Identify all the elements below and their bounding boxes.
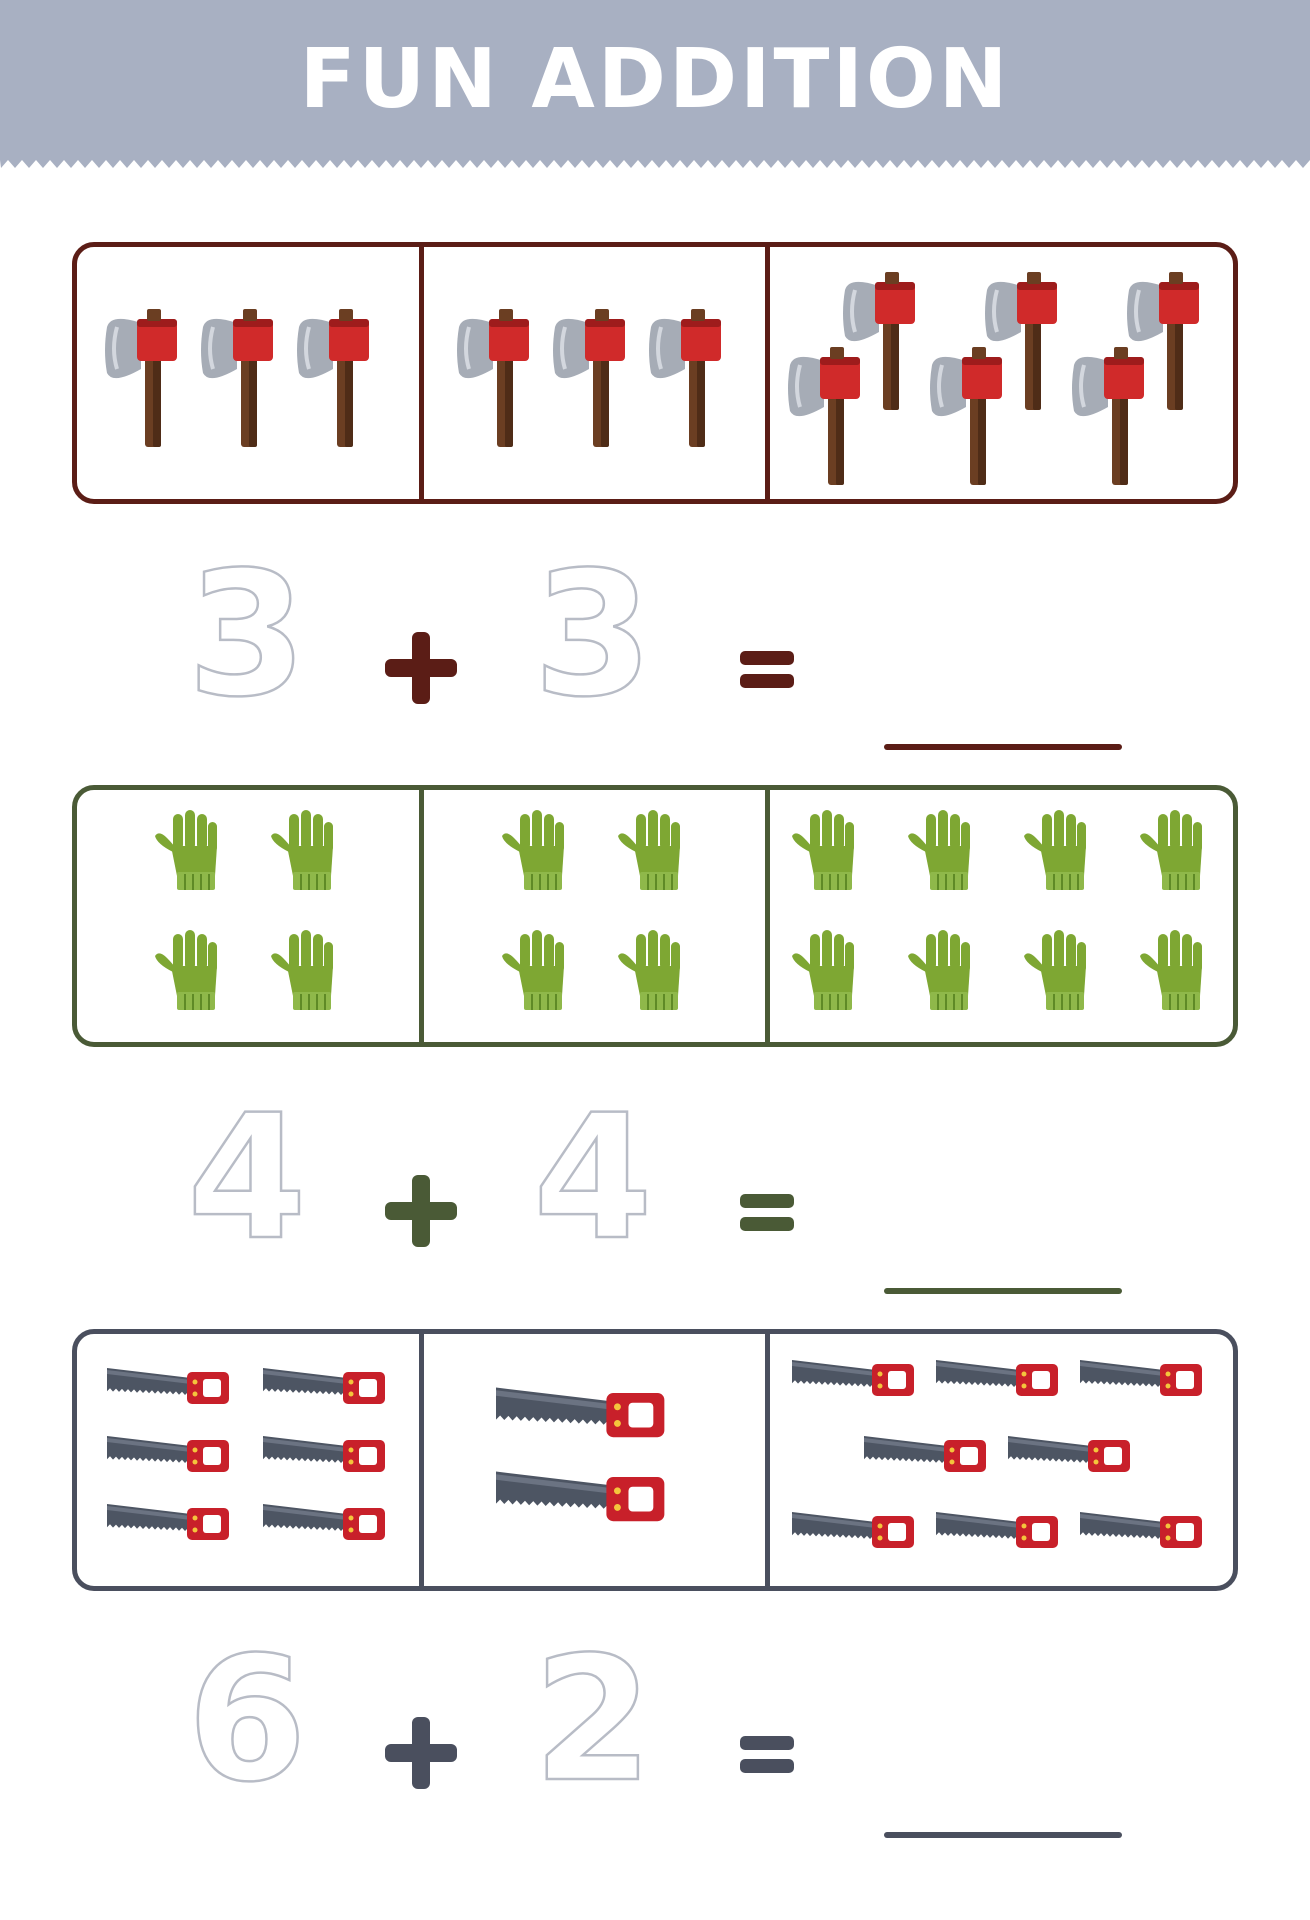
glove-icon [908,810,970,890]
equals-sign [740,1736,794,1773]
equation-row-3: 6 2 [0,1619,1310,1820]
box-divider [765,790,770,1042]
glove-icon [618,930,680,1010]
box-divider [419,247,424,499]
saw-icon [792,1360,914,1396]
equals-sign [740,651,794,688]
saw-icon [107,1504,229,1540]
saw-icon [1080,1512,1202,1548]
glove-icon [618,810,680,890]
glove-icon [792,930,854,1010]
axe-icon [843,272,915,410]
plus-sign [385,1175,457,1247]
saw-group-total [770,1334,1233,1586]
answer-line[interactable] [884,744,1122,750]
saw-icon [107,1436,229,1472]
trace-digit-addend-2: 3 [532,534,654,735]
glove-icon [502,930,564,1010]
trace-digit-addend-1: 3 [186,534,308,735]
equation-row-1: 3 3 [0,534,1310,735]
glove-icon [1140,810,1202,890]
box-divider [765,247,770,499]
axe-icon [930,347,1002,485]
plus-sign [385,632,457,704]
axe-icon [985,272,1057,410]
trace-digit-addend-2: 2 [532,1619,654,1820]
saw-group-2 [424,1334,765,1586]
saw-icon [1080,1360,1202,1396]
saw-group-1 [77,1334,419,1586]
axe-icon [649,309,721,447]
saw-icon [936,1512,1058,1548]
equation-row-2: 4 4 [0,1077,1310,1278]
box-divider [419,790,424,1042]
axe-icon [457,309,529,447]
axe-icon [201,309,273,447]
saw-icon [107,1368,229,1404]
axe-icon [105,309,177,447]
glove-icon [155,810,217,890]
operators [385,632,794,704]
operators [385,1175,794,1247]
glove-icon [1140,930,1202,1010]
axe-group-1 [77,247,419,499]
answer-line[interactable] [884,1288,1122,1294]
trace-digit-addend-1: 4 [186,1077,308,1278]
glove-group-2 [424,790,765,1042]
page-title: FUN ADDITION [299,32,1011,127]
saw-icon [496,1387,665,1438]
plus-sign [385,1717,457,1789]
saw-icon [263,1368,385,1404]
axe-icon [297,309,369,447]
axe-group-total [770,247,1233,499]
axe-icon [553,309,625,447]
glove-icon [271,930,333,1010]
glove-icon [271,810,333,890]
box-divider [419,1334,424,1586]
axe-counting-box [72,242,1238,504]
axe-icon [1127,272,1199,410]
glove-icon [155,930,217,1010]
box-divider [765,1334,770,1586]
glove-group-1 [77,790,419,1042]
axe-icon [788,347,860,485]
saw-icon [263,1436,385,1472]
saw-icon [864,1436,986,1472]
saw-icon [936,1360,1058,1396]
trace-digit-addend-1: 6 [186,1619,308,1820]
glove-icon [908,930,970,1010]
saw-icon [263,1504,385,1540]
header-banner: FUN ADDITION [0,0,1310,175]
answer-line[interactable] [884,1832,1122,1838]
glove-group-total [770,790,1233,1042]
glove-icon [1024,810,1086,890]
saw-icon [1008,1436,1130,1472]
saw-counting-box [72,1329,1238,1591]
saw-icon [792,1512,914,1548]
operators [385,1717,794,1789]
glove-icon [1024,930,1086,1010]
header-background [0,0,1310,168]
glove-icon [502,810,564,890]
saw-icon [496,1471,665,1522]
equals-sign [740,1194,794,1231]
axe-group-2 [424,247,765,499]
glove-icon [792,810,854,890]
axe-icon [1072,347,1144,485]
trace-digit-addend-2: 4 [532,1077,654,1278]
glove-counting-box [72,785,1238,1047]
